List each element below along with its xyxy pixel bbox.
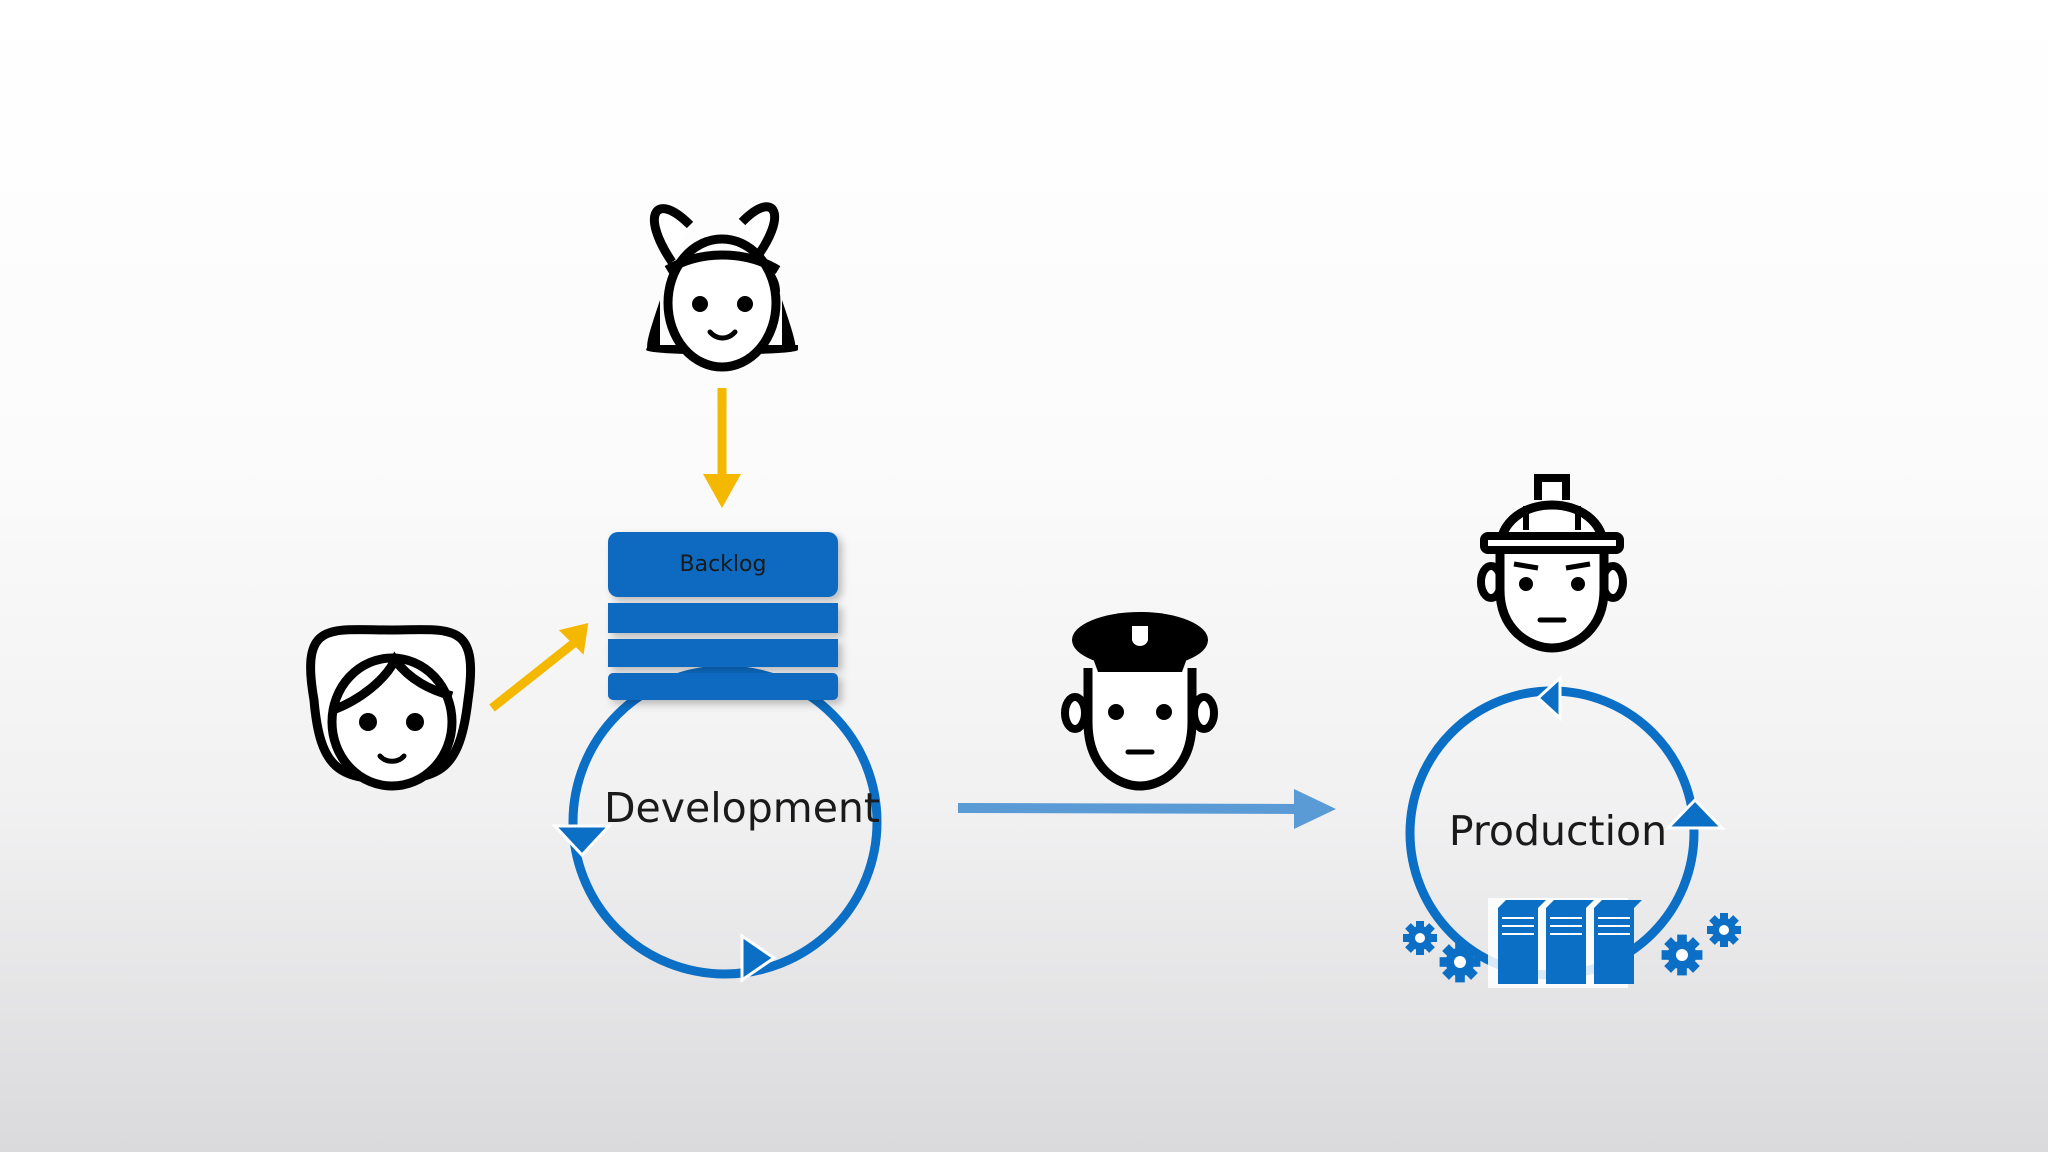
development-cycle: Development [551,665,882,983]
development-label: Development [604,784,880,832]
cycle-arrow-right-icon [740,933,777,983]
gears-right-icon [1661,913,1741,976]
production-label: Production [1449,807,1667,855]
woman-bunny-ears-icon [646,202,798,372]
cycle-arrow-up-icon [1664,797,1726,830]
cycle-arrow-down-icon [551,824,613,858]
woman-icon [306,625,476,791]
stakeholder-to-backlog-arrow [489,623,589,712]
backlog-label: Backlog [680,552,767,577]
construction-worker-icon [1477,474,1627,653]
backlog-stack [608,532,838,700]
server-rack-icon [1488,898,1642,988]
product-owner-to-backlog-arrow [703,388,741,508]
deploy-to-production-arrow [957,789,1336,829]
gears-left-icon [1403,921,1481,983]
police-officer-icon [1061,612,1218,791]
cycle-arrow-left-icon [1535,674,1562,722]
